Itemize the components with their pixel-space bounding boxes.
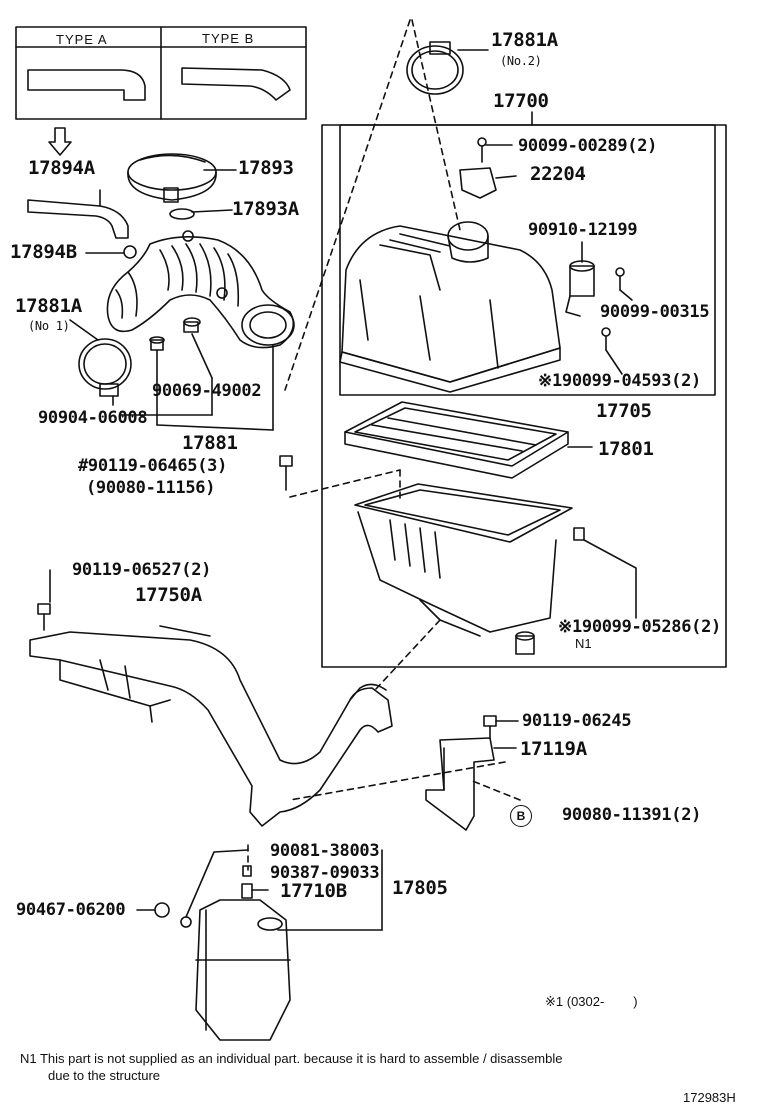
part-17893a[interactable]: 17893A [232, 198, 299, 220]
resonator-17893 [127, 153, 217, 203]
note-line-1: N1 This part is not supplied as an indiv… [20, 1051, 563, 1066]
inlet-duct-17750a [29, 625, 393, 827]
part-17119a[interactable]: 17119A [520, 738, 587, 760]
clamp-17881a-no2 [406, 41, 489, 95]
part-90387-09033[interactable]: 90387-09033 [270, 863, 380, 883]
upper-case-cover [339, 221, 561, 393]
reference-b-marker: B [510, 805, 532, 827]
dashed-projection-lines [247, 19, 521, 871]
part-90910-12199[interactable]: 90910-12199 [528, 220, 638, 240]
part-90119-06465[interactable]: #90119-06465(3) [78, 456, 228, 476]
part-17894a[interactable]: 17894A [28, 157, 95, 179]
part-17881a-no1[interactable]: 17881A [15, 295, 82, 317]
part-17881a-no1-note: (No 1) [28, 319, 70, 333]
part-90467-06200[interactable]: 90467-06200 [16, 900, 126, 920]
part-17705[interactable]: 17705 [596, 400, 652, 422]
type-a-label: TYPE A [56, 32, 108, 47]
small-clamps [149, 317, 201, 351]
part-90080-11156[interactable]: (90080-11156) [86, 478, 216, 498]
part-17881a-no2-note: (No.2) [500, 54, 542, 68]
part-90099-04593[interactable]: ※190099-04593(2) [538, 371, 701, 391]
airflow-meter-22204 [459, 167, 517, 199]
part-90099-05286[interactable]: ※190099-05286(2) [558, 617, 721, 637]
bolt-90119-06527 [37, 569, 51, 631]
footnote-code: ※1 (0302- ) [545, 994, 638, 1009]
part-90069-49002[interactable]: 90069-49002 [152, 381, 262, 401]
lower-case [354, 483, 637, 655]
assembly-box-17705 [339, 124, 716, 396]
type-b-label: TYPE B [202, 31, 255, 46]
hose-17894a [27, 189, 129, 239]
assembly-box-17700 [321, 124, 727, 668]
part-17881a-no2[interactable]: 17881A [491, 29, 558, 51]
clamp-17893a [169, 208, 195, 220]
clamp-17881a-no1 [78, 338, 132, 397]
intake-hose-17881 [106, 230, 295, 349]
part-90081-38003[interactable]: 90081-38003 [270, 841, 380, 861]
type-box [15, 26, 307, 120]
part-90119-06527[interactable]: 90119-06527(2) [72, 560, 212, 580]
resonator-17805 [180, 849, 383, 1041]
part-90119-06245[interactable]: 90119-06245 [522, 711, 632, 731]
valve-90910-12199 [565, 241, 633, 375]
part-90080-11391[interactable]: 90080-11391(2) [562, 805, 702, 825]
part-90099-00289[interactable]: 90099-00289(2) [518, 136, 658, 156]
note-line-2: due to the structure [48, 1068, 161, 1083]
part-17893[interactable]: 17893 [238, 157, 294, 179]
grommet-90467-06200 [136, 902, 170, 918]
drawing-id: 172983H [683, 1090, 736, 1105]
bolt-90119-06465 [279, 455, 293, 491]
part-17894b[interactable]: 17894B [10, 241, 77, 263]
n1-marker: N1 [575, 636, 592, 651]
part-17881[interactable]: 17881 [182, 432, 238, 454]
part-90904-06008[interactable]: 90904-06008 [38, 408, 148, 428]
part-17750a[interactable]: 17750A [135, 584, 202, 606]
leader-lines-left [69, 169, 274, 431]
part-17710b[interactable]: 17710B [280, 880, 347, 902]
bracket-17119a [425, 715, 519, 831]
part-17700[interactable]: 17700 [493, 90, 549, 112]
part-90099-00315[interactable]: 90099-00315 [600, 302, 710, 322]
down-arrow-icon [48, 127, 72, 156]
bolt-90099-00289 [477, 137, 513, 163]
air-filter-17801 [344, 401, 593, 479]
part-17801[interactable]: 17801 [598, 438, 654, 460]
part-22204[interactable]: 22204 [530, 163, 586, 185]
part-17805[interactable]: 17805 [392, 877, 448, 899]
